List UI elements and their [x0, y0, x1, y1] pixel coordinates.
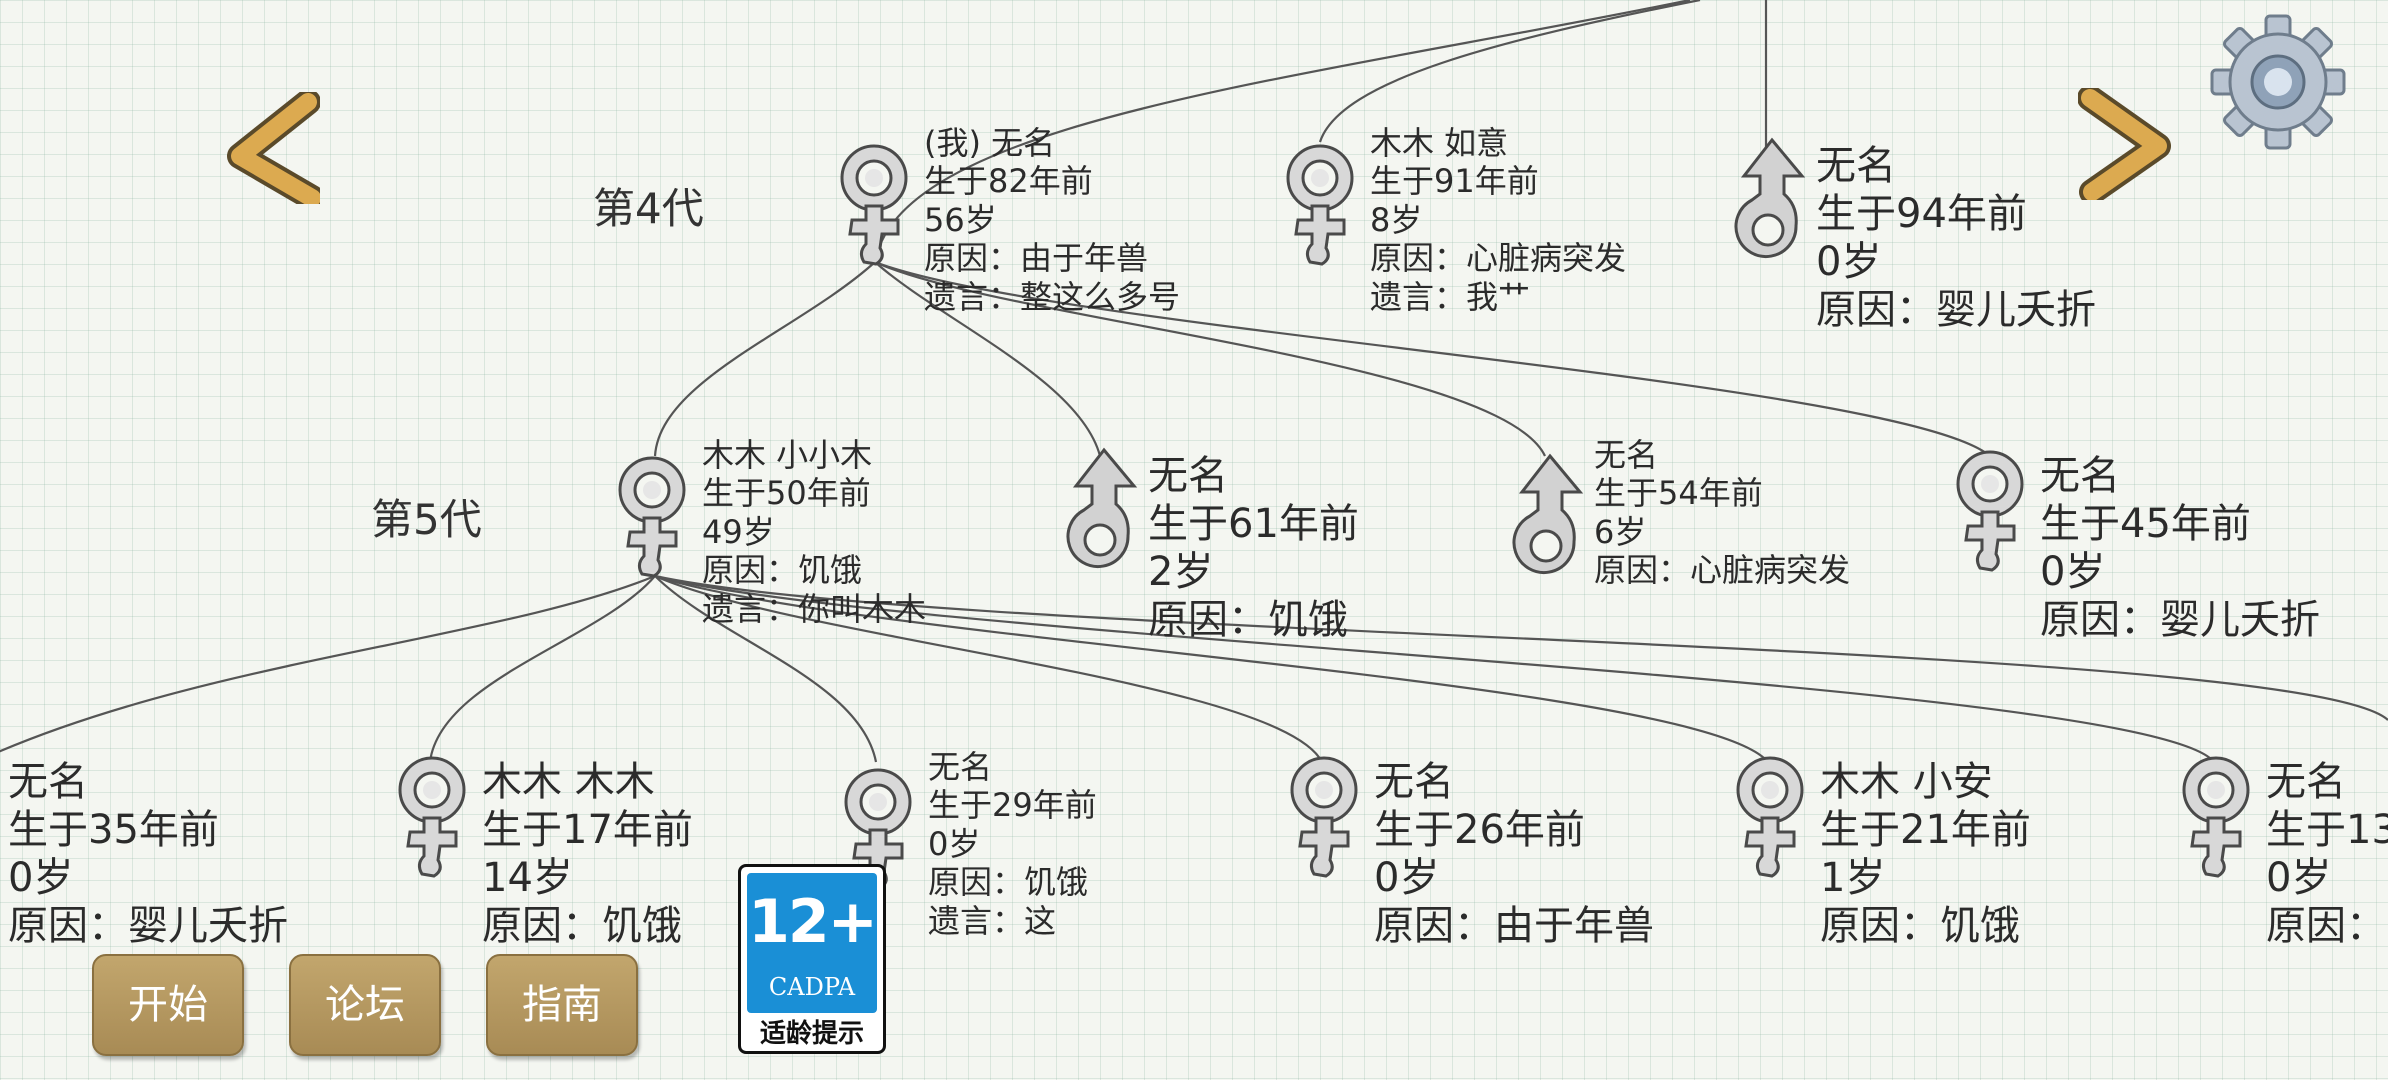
- member-info-line: 原因：心脏病突发: [1370, 239, 1627, 278]
- member-info-line: 14岁: [482, 855, 573, 901]
- generation-label: 第5代: [371, 495, 482, 544]
- start-button[interactable]: 开始: [92, 954, 244, 1056]
- forum-button[interactable]: 论坛: [289, 954, 441, 1056]
- member-info-line: 无名: [2266, 759, 2346, 805]
- female-symbol-icon: [1286, 752, 1366, 886]
- member-info-line: 56岁: [924, 200, 997, 239]
- member-info-line: 原因：饥饿: [482, 903, 682, 949]
- back-arrow-icon[interactable]: [220, 89, 325, 211]
- member-info-line: 生于50年前: [702, 474, 871, 513]
- age-rating-panel: 12+ CADPA: [747, 873, 878, 1013]
- member-info-line: 生于17年前: [482, 807, 693, 853]
- female-symbol-icon: [1732, 752, 1812, 886]
- member-info-line: 生于13: [2266, 807, 2388, 853]
- member-info-line: (我) 无名: [924, 124, 1056, 162]
- member-info-line: 生于21年前: [1820, 807, 2031, 853]
- member-info-line: 无名: [8, 759, 88, 805]
- member-info-line: 生于54年前: [1594, 474, 1763, 513]
- member-info-line: 0岁: [8, 855, 74, 901]
- member-info-line: 原因：饥饿: [702, 551, 863, 590]
- member-info-line: 0岁: [2266, 855, 2332, 901]
- member-info-line: 原因：婴儿夭折: [8, 903, 288, 949]
- member-info-line: 生于45年前: [2040, 501, 2251, 547]
- female-symbol-icon: [614, 452, 694, 586]
- member-info-line: 生于91年前: [1370, 162, 1539, 201]
- member-info-line: 0岁: [928, 824, 981, 863]
- member-info-line: 无名: [1374, 759, 1454, 805]
- member-info-line: 原因：饥饿: [928, 863, 1089, 902]
- member-info-line: 1岁: [1820, 855, 1886, 901]
- female-symbol-icon: [2178, 752, 2258, 886]
- member-info-line: 木木 如意: [1370, 124, 1509, 162]
- member-info-line: 原因：饥饿: [1820, 903, 2020, 949]
- female-symbol-icon: [394, 752, 474, 886]
- member-info-line: 原因：婴儿夭折: [1816, 287, 2096, 333]
- member-info-line: 8岁: [1370, 200, 1423, 239]
- member-info-line: 原因：由于年兽: [924, 239, 1149, 278]
- member-info-line: 原因：由于年兽: [1374, 903, 1654, 949]
- member-info-line: 遗言：整这么多号: [924, 277, 1181, 316]
- age-rating-org: CADPA: [768, 973, 856, 1001]
- male-symbol-icon: [1060, 446, 1140, 580]
- gear-icon[interactable]: [2208, 12, 2348, 156]
- guide-button[interactable]: 指南: [486, 954, 638, 1056]
- member-info-line: 生于82年前: [924, 162, 1093, 201]
- member-info-line: 6岁: [1594, 512, 1647, 551]
- age-rating-number: 12+: [748, 887, 878, 957]
- member-info-line: 49岁: [702, 512, 775, 551]
- member-info-line: 原因：婴儿夭折: [2040, 597, 2320, 643]
- female-symbol-icon: [1282, 140, 1362, 274]
- member-info-line: 0岁: [2040, 549, 2106, 595]
- member-info-line: 生于61年前: [1148, 501, 1359, 547]
- member-info-line: 生于94年前: [1816, 191, 2027, 237]
- age-rating-badge[interactable]: 12+ CADPA 适龄提示: [738, 864, 886, 1054]
- member-info-line: 生于35年前: [8, 807, 219, 853]
- member-info-line: 0岁: [1816, 239, 1882, 285]
- member-info-line: 遗言：这: [928, 901, 1057, 940]
- member-info-line: 无名: [2040, 453, 2120, 499]
- member-info-line: 木木 木木: [482, 759, 655, 805]
- female-symbol-icon: [1952, 446, 2032, 580]
- member-info-line: 木木 小安: [1820, 759, 1993, 805]
- member-info-line: 无名: [1816, 143, 1896, 189]
- male-symbol-icon: [1728, 136, 1808, 270]
- member-info-line: 无名: [928, 748, 993, 786]
- member-info-line: 生于26年前: [1374, 807, 1585, 853]
- age-rating-hint: 适龄提示: [759, 1019, 864, 1049]
- male-symbol-icon: [1506, 452, 1586, 586]
- member-info-line: 原因：饥饿: [1148, 597, 1348, 643]
- forward-arrow-icon[interactable]: [2077, 85, 2178, 205]
- member-info-line: 0岁: [1374, 855, 1440, 901]
- member-info-line: 原因：: [2266, 903, 2386, 949]
- member-info-line: 无名: [1594, 436, 1659, 474]
- member-info-line: 木木 小小木: [702, 436, 873, 474]
- member-info-line: 原因：心脏病突发: [1594, 551, 1851, 590]
- member-info-line: 遗言：我艹: [1370, 277, 1531, 316]
- generation-label: 第4代: [593, 184, 704, 233]
- member-info-line: 遗言：你叫木木: [702, 589, 927, 628]
- member-info-line: 无名: [1148, 453, 1228, 499]
- member-info-line: 生于29年前: [928, 786, 1097, 825]
- female-symbol-icon: [836, 140, 916, 274]
- member-info-line: 2岁: [1148, 549, 1214, 595]
